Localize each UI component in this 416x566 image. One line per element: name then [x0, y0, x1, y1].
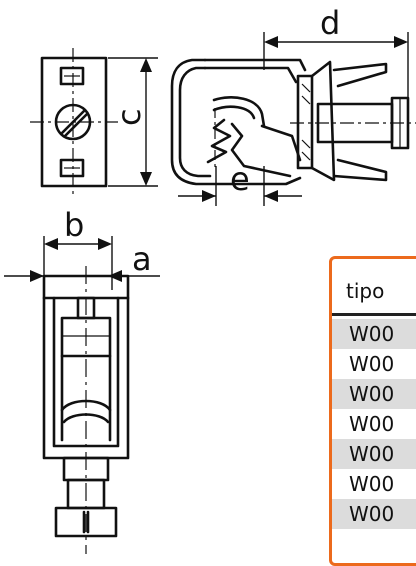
dimension-e [178, 166, 302, 206]
dimension-c [108, 57, 158, 187]
side-view [170, 58, 416, 186]
label-e: e [230, 160, 250, 198]
dimension-d [263, 32, 409, 98]
table-row: W00 [349, 352, 395, 376]
table-row: W00 [332, 499, 416, 529]
table-row: W00 [349, 412, 395, 436]
table-row: W00 [349, 472, 395, 496]
label-c: c [110, 108, 148, 126]
bottom-view [42, 266, 130, 554]
technical-drawing: c d [4, 4, 416, 554]
dimension-b [43, 236, 113, 290]
table-header: tipo [346, 279, 384, 303]
label-b: b [64, 206, 84, 244]
label-d: d [320, 4, 340, 42]
table-row: W00 [332, 439, 416, 469]
dimension-a [4, 270, 160, 282]
table-row: W00 [332, 379, 416, 409]
table-header-rule [332, 313, 416, 316]
label-a: a [132, 240, 152, 278]
front-view [30, 48, 118, 196]
table-header-label: tipo [346, 279, 385, 303]
table-row: W00 [332, 319, 416, 349]
